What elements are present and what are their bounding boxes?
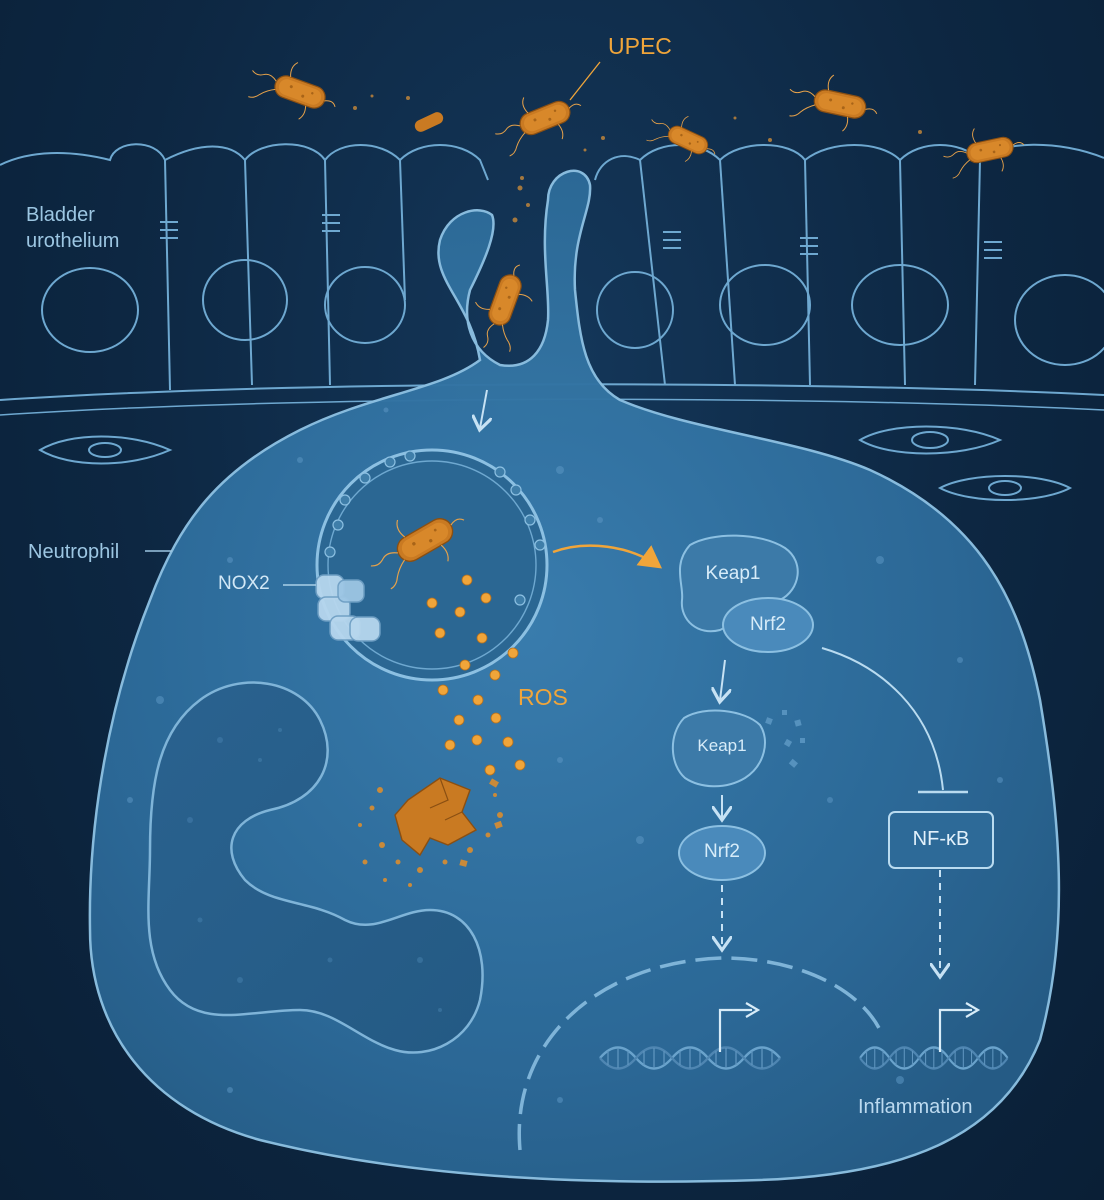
bacterium-icon bbox=[414, 112, 444, 132]
keap1-free-shape bbox=[671, 709, 766, 788]
bladder-label-line2: urothelium bbox=[26, 230, 120, 252]
keap1-free-label: Keap1 bbox=[697, 736, 747, 755]
bacterium-icon bbox=[641, 102, 726, 173]
bacterium-icon bbox=[241, 48, 346, 131]
nox2-complex bbox=[315, 574, 381, 642]
urothelium-layer bbox=[0, 143, 1104, 501]
nfkb-label: NF-κB bbox=[912, 828, 970, 850]
inhibition-line bbox=[821, 647, 944, 791]
nuclear-envelope bbox=[517, 956, 882, 1151]
bladder-label-line1: Bladder bbox=[26, 204, 95, 226]
destroyed-bacterium bbox=[358, 777, 503, 887]
ros-label: ROS bbox=[518, 684, 568, 710]
transcription-arrow-icon bbox=[718, 1008, 752, 1052]
nrf2-free-shape bbox=[678, 825, 766, 881]
ros-particles bbox=[426, 574, 526, 776]
neutrophil-cell bbox=[88, 169, 1061, 1183]
neutrophil-nucleus bbox=[147, 681, 484, 1054]
phagocytosis-arrow bbox=[480, 389, 487, 428]
keap1-complex-label: Keap1 bbox=[705, 563, 761, 584]
nrf2-free-label: Nrf2 bbox=[704, 841, 740, 862]
signal-arrow bbox=[552, 544, 663, 569]
nox2-label: NOX2 bbox=[218, 573, 270, 594]
phagosome bbox=[315, 448, 549, 682]
nfkb-box bbox=[888, 811, 994, 869]
bacterium-icon bbox=[783, 66, 884, 138]
nrf2-complex-label: Nrf2 bbox=[750, 614, 786, 635]
bacterium-icon bbox=[486, 78, 591, 163]
neutrophil-label: Neutrophil bbox=[28, 541, 120, 563]
upec-label: UPEC bbox=[608, 33, 672, 59]
transcription-arrow-icon bbox=[938, 1008, 972, 1052]
nrf2-complex-shape bbox=[722, 597, 814, 653]
dissociation-arrow bbox=[720, 659, 725, 700]
bacterium-icon bbox=[938, 118, 1029, 184]
inflammation-label: Inflammation bbox=[858, 1096, 973, 1118]
